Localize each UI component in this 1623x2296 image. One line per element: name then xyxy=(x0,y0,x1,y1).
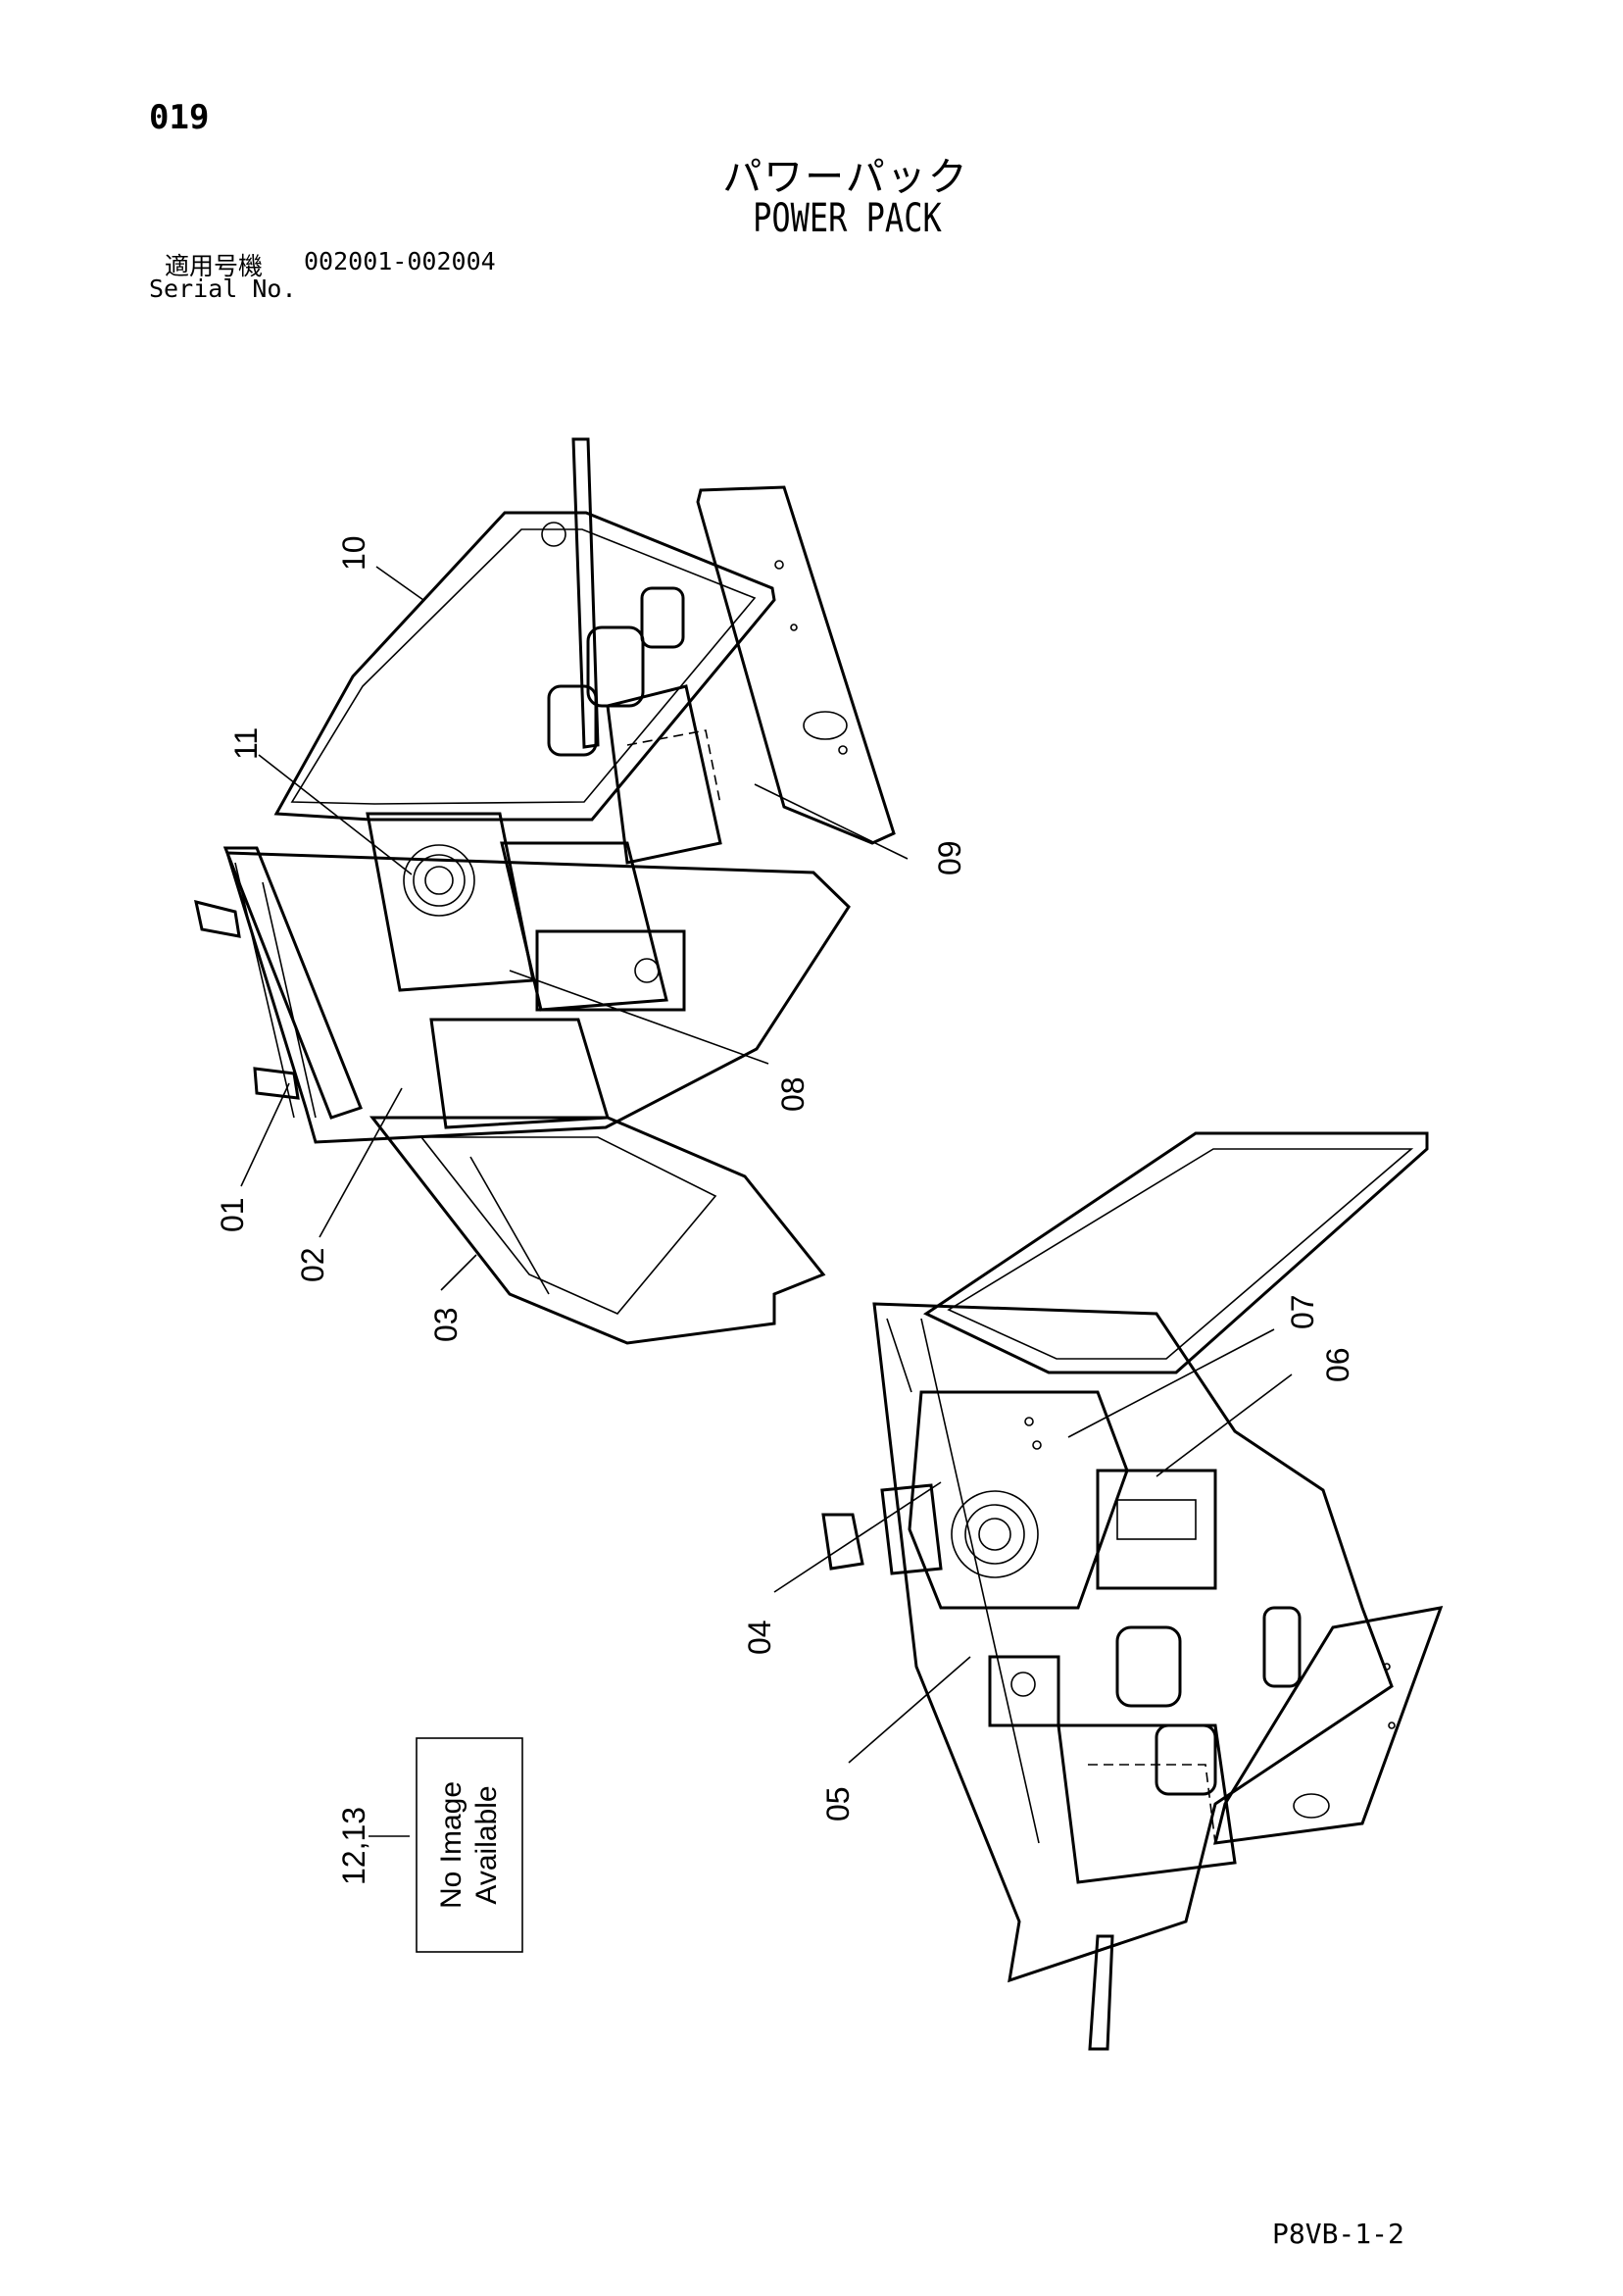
page-title-japanese: パワーパック xyxy=(722,155,969,200)
serial-label-japanese: 適用号機 xyxy=(165,252,264,280)
canopy-door-lower xyxy=(922,1131,1429,1374)
callout-03: 03 xyxy=(428,1307,464,1342)
callout-10: 10 xyxy=(336,535,371,571)
mount-plate-upper xyxy=(696,485,896,845)
rail-upper xyxy=(571,437,600,749)
callout-01: 01 xyxy=(215,1197,250,1232)
no-image-line-2: Available xyxy=(470,1785,503,1904)
cooler-fan-lower xyxy=(951,1490,1039,1578)
callout-12-13: 12,13 xyxy=(336,1807,371,1885)
hydraulic-tank-upper xyxy=(429,1018,610,1129)
mount-plate-lower xyxy=(1213,1606,1444,1845)
page-number: 019 xyxy=(149,98,210,137)
page-title-english: POWER PACK xyxy=(753,196,942,241)
lower-assembly-view xyxy=(821,1131,1444,2051)
callout-02: 02 xyxy=(295,1247,330,1282)
callout-08: 08 xyxy=(775,1076,811,1112)
callout-04: 04 xyxy=(742,1620,777,1655)
callout-05: 05 xyxy=(820,1786,856,1822)
drawing-code: P8VB-1-2 xyxy=(1272,2218,1404,2250)
callout-06: 06 xyxy=(1320,1347,1355,1382)
callout-09: 09 xyxy=(932,840,967,875)
no-image-line-1: No Image xyxy=(435,1781,467,1909)
serial-range: 002001-002004 xyxy=(304,247,496,275)
cooler-fan-upper xyxy=(403,844,475,917)
callout-11: 11 xyxy=(228,727,264,760)
rail-lower xyxy=(1088,1934,1114,2051)
serial-label-english: Serial No. xyxy=(149,275,297,303)
oil-cooler-box-lower xyxy=(908,1390,1129,1610)
callout-labels: 10 11 09 08 01 02 03 07 06 04 05 12,13 xyxy=(215,535,1355,1885)
upper-assembly-view xyxy=(194,437,896,1345)
frame-lower xyxy=(872,1302,1394,1983)
motor-cylinder-lower xyxy=(1115,1625,1182,1708)
oil-cooler-box-upper xyxy=(366,812,535,992)
no-image-placeholder: No Image Available xyxy=(416,1737,523,1953)
door-panel-upper xyxy=(369,1116,826,1345)
canopy-panel-upper xyxy=(273,511,776,822)
callout-07: 07 xyxy=(1285,1294,1320,1329)
motor-cylinder-upper xyxy=(586,625,645,708)
callout-leaders xyxy=(240,566,1293,1837)
frame-upper xyxy=(224,851,851,1144)
